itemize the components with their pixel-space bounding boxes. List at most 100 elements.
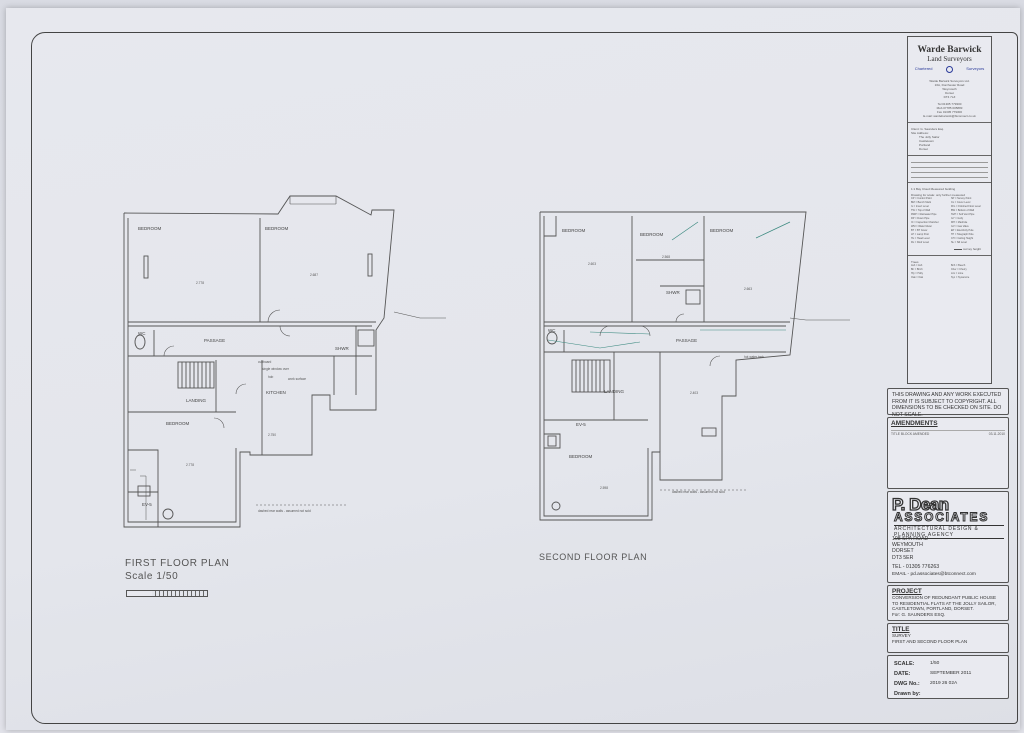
key-item: RWP = Rainwater Pipe bbox=[911, 213, 937, 216]
room-label: EV-5 bbox=[142, 502, 152, 507]
key-item: MH = Manhole bbox=[951, 221, 968, 224]
area-label: 2.603 bbox=[588, 262, 596, 266]
address-line: DORSET bbox=[892, 548, 914, 555]
tree-item: Bch = Beech bbox=[951, 264, 966, 267]
drawing-title-line: FIRST AND SECOND FLOOR PLAN bbox=[892, 638, 968, 644]
room-label: BEDROOM bbox=[569, 454, 593, 459]
survey-key: CP = Control Point SP = Survey Point BM … bbox=[908, 197, 991, 244]
architect-logo: P. Dean ASSOCIATES ARCHITECTURAL DESIGN … bbox=[891, 494, 1007, 539]
legend-note: survey height bbox=[908, 247, 991, 251]
area-label: 2.568 bbox=[662, 255, 670, 259]
phone-line: Mob 07785 005883 bbox=[936, 106, 963, 110]
tree-item: Cher = Cherry bbox=[951, 268, 967, 271]
room-label: BEDROOM bbox=[138, 226, 162, 231]
client-section: Client: G. Saunders Esq. Site Address: T… bbox=[908, 127, 991, 151]
architect-tel: TEL - 01305 776263 bbox=[892, 563, 940, 570]
key-item: IL = Invert Level bbox=[911, 205, 929, 208]
drawing-meta-box: SCALE:1/50 DATE:SEPTEMBER 2011 DWG No.:2… bbox=[887, 655, 1009, 699]
room-label: PASSAGE bbox=[676, 338, 697, 343]
amendment-text: TITLE BLOCK AMENDED bbox=[891, 432, 930, 436]
room-label: KITCHEN bbox=[266, 390, 286, 395]
surveyor-services: Chartered Surveyors bbox=[908, 66, 991, 73]
key-item: BT = BT Cover bbox=[911, 229, 928, 232]
room-label: PASSAGE bbox=[204, 338, 225, 343]
first-floor-labels: BEDROOM BEDROOM WC PASSAGE SHWR LANDING … bbox=[138, 226, 349, 513]
amendments-box: AMENDMENTS TITLE BLOCK AMENDED 03.11.201… bbox=[887, 417, 1009, 489]
area-label: 2.687 bbox=[310, 273, 318, 277]
amendment-row: TITLE BLOCK AMENDED 03.11.2010 bbox=[891, 430, 1005, 436]
site-address-line: Castletown bbox=[919, 139, 934, 143]
room-label: BEDROOM bbox=[562, 228, 586, 233]
drawn-row: Drawn by: bbox=[894, 689, 1002, 699]
project-line: For: G. SAUNDERS ESQ. bbox=[892, 611, 946, 617]
surveyor-logo-icon bbox=[945, 66, 953, 73]
area-label: 2.778 bbox=[186, 463, 194, 467]
key-item: DP = Down Pipe bbox=[911, 217, 930, 220]
key-item: GV = Gas Valve bbox=[951, 225, 969, 228]
key-item: CP = Control Point bbox=[911, 197, 932, 200]
surveyor-firm-name: Warde Barwick bbox=[917, 45, 982, 55]
trees-key: Ash = Ash Bch = Beech Bir = Birch Cher =… bbox=[908, 264, 991, 279]
tree-item: Ash = Ash bbox=[911, 264, 923, 267]
tree-item: Hly = Holly bbox=[911, 272, 924, 275]
first-floor-plan bbox=[123, 195, 446, 528]
room-label: SHWR bbox=[666, 290, 680, 295]
area-label: 2.778 bbox=[196, 281, 204, 285]
phone-line: E-mail: wardebarwick@btconnect.co.uk bbox=[923, 114, 976, 118]
room-label: WC bbox=[548, 328, 556, 333]
note-label: cupboard bbox=[258, 360, 272, 364]
key-item: IC = Inspection Chamber bbox=[911, 221, 939, 224]
service-label: Chartered bbox=[914, 66, 933, 71]
date-row: DATE:SEPTEMBER 2011 bbox=[894, 669, 1002, 679]
architect-email: EMAIL - pd.associates@btconnect.com bbox=[892, 572, 976, 578]
service-label: Surveyors bbox=[966, 66, 985, 71]
drawn-label: Drawn by: bbox=[894, 691, 921, 697]
address-line: DT4 7LZ bbox=[943, 95, 956, 99]
key-item: BW = Bottom of Wall bbox=[951, 209, 975, 212]
area-label: 2.403 bbox=[690, 391, 698, 395]
key-item: LP = Lamp Post bbox=[911, 233, 929, 236]
note-label: single window over bbox=[262, 367, 290, 371]
tree-item: Bir = Birch bbox=[911, 268, 923, 271]
note-label: hot water tank bbox=[744, 355, 764, 359]
key-item: CL = Cover Level bbox=[951, 201, 971, 204]
dwg-label: DWG No.: bbox=[894, 681, 920, 687]
key-item: CH = Ceiling Height bbox=[951, 237, 974, 240]
key-item: SP = Survey Point bbox=[951, 197, 972, 200]
second-floor-title: SECOND FLOOR PLAN bbox=[539, 552, 648, 562]
note-label: work surface bbox=[288, 377, 306, 381]
room-label: LANDING bbox=[186, 398, 207, 403]
logo-mid: ASSOCIATES bbox=[893, 510, 990, 525]
room-label: EV-5 bbox=[576, 422, 586, 427]
second-floor-labels: BEDROOM BEDROOM BEDROOM SHWR WC PASSAGE … bbox=[548, 228, 764, 494]
second-floor-plan bbox=[539, 211, 850, 521]
drawing-title-heading: TITLE bbox=[892, 626, 910, 633]
key-item: WM = Water Meter bbox=[911, 225, 932, 228]
note-label: hob bbox=[268, 375, 274, 379]
scale-label: SCALE: bbox=[894, 661, 915, 667]
amendment-date: 03.11.2010 bbox=[988, 432, 1005, 436]
architect-box: P. Dean ASSOCIATES ARCHITECTURAL DESIGN … bbox=[887, 491, 1009, 583]
area-label: 2.663 bbox=[744, 287, 752, 291]
key-item: TP = Telegraph Pole bbox=[951, 233, 974, 236]
key-item: RL = Roof Level bbox=[911, 241, 929, 244]
drawing-title-box: TITLE SURVEY FIRST AND SECOND FLOOR PLAN bbox=[887, 623, 1009, 653]
room-label: BEDROOM bbox=[710, 228, 734, 233]
address-line: Weymouth bbox=[942, 87, 957, 91]
project-box: PROJECT CONVERSION OF REDUNDANT PUBLIC H… bbox=[887, 585, 1009, 621]
site-address-label: Site Address: bbox=[911, 131, 929, 135]
survey-note: 1:1 Bay Cloud Measured building bbox=[911, 187, 956, 191]
project-heading: PROJECT bbox=[892, 588, 922, 595]
key-item: EP = Electricity Pole bbox=[951, 229, 974, 232]
first-floor-title: FIRST FLOOR PLAN bbox=[125, 558, 230, 569]
tree-item: Oak = Oak bbox=[911, 276, 924, 279]
copyright-notice: THIS DRAWING AND ANY WORK EXECUTED FROM … bbox=[887, 388, 1009, 418]
trees-heading: Trees bbox=[911, 260, 919, 264]
dwg-row: DWG No.:2019 26 02A bbox=[894, 679, 1002, 689]
project-line: CASTLETOWN, PORTLAND, DORSET. bbox=[892, 606, 974, 612]
key-heading: Drawing for scale: only further measured bbox=[911, 193, 966, 197]
project-line: CONVERSION OF REDUNDANT PUBLIC HOUSE bbox=[892, 595, 997, 600]
date-value: SEPTEMBER 2011 bbox=[930, 671, 972, 676]
key-item: FFL = Finished Floor Level bbox=[951, 205, 981, 208]
legend-swatch-icon bbox=[954, 248, 963, 250]
